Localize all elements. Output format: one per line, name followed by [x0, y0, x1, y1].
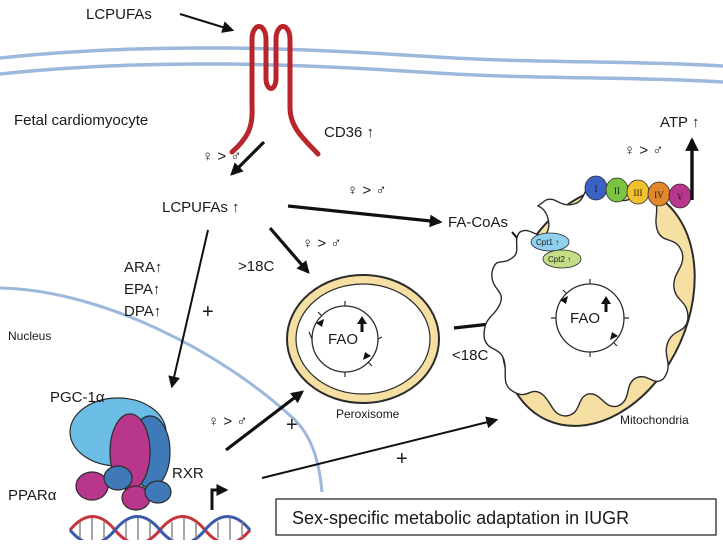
cpt2-label: Cpt2 ↑ [548, 255, 571, 264]
cpt2-badge [542, 249, 582, 269]
arrow-lcpufas-to-cd36 [179, 13, 235, 33]
dpa-label: DPA↑ [124, 303, 161, 320]
ara-label: ARA↑ [124, 259, 162, 276]
gt18c-label: >18C [238, 258, 274, 275]
fa-coas-label: FA-CoAs [448, 214, 508, 231]
caption-text: Sex-specific metabolic adaptation in IUG… [292, 508, 629, 528]
mito-fao-label: FAO [570, 310, 600, 327]
nucleus-label: Nucleus [8, 329, 51, 343]
ppara-label: PPARα [8, 487, 57, 504]
cpt1-label: Cpt1 ↑ [536, 238, 559, 247]
cell-membrane [0, 46, 723, 84]
plus-sign-1: + [202, 301, 214, 323]
peroxisome [286, 274, 440, 404]
sex-ratio-4: ♀ > ♂ [624, 142, 664, 159]
arrow-cd36-to-lcpufas [230, 140, 266, 176]
complex-3-label: III [634, 188, 643, 198]
transcription-complex [69, 397, 172, 511]
sex-ratio-1: ♀ > ♂ [202, 148, 242, 165]
transcription-start-arrow [210, 484, 229, 510]
peroxisome-label: Peroxisome [336, 407, 400, 421]
sex-ratio-2: ♀ > ♂ [347, 182, 387, 199]
complex-4-label: IV [654, 190, 664, 200]
lcpufas-mid-label: LCPUFAs ↑ [162, 199, 240, 216]
epa-label: EPA↑ [124, 281, 160, 298]
arrow-lcpufas-to-pgc1a [168, 229, 209, 389]
cpt1-badge [530, 232, 570, 252]
cd36-label: CD36 ↑ [324, 124, 374, 141]
peroxisome-fao-label: FAO [328, 331, 358, 348]
sex-ratio-3: ♀ > ♂ [302, 235, 342, 252]
complex-1-label: I [595, 184, 598, 194]
caption-box [275, 498, 717, 536]
atp-label: ATP ↑ [660, 114, 699, 131]
complex-5-label: V [677, 192, 684, 202]
arrow-lcpufas-to-peroxisome [268, 226, 310, 274]
dna-helix [68, 515, 252, 545]
complex-2-label: II [614, 186, 620, 196]
plus-sign-3: + [396, 448, 408, 470]
fetal-cardiomyocyte-label: Fetal cardiomyocyte [14, 112, 148, 129]
plus-sign-2: + [286, 414, 298, 436]
nucleus-membrane [0, 286, 324, 493]
arrow-ppar-to-mito [261, 416, 499, 479]
sex-ratio-5: ♀ > ♂ [208, 413, 248, 430]
arrow-ppar-to-peroxisome [225, 390, 305, 452]
rxr-label: RXR [172, 465, 204, 482]
lcpufas-top-label: LCPUFAs [86, 6, 152, 23]
mitochondria-label: Mitochondria [620, 413, 689, 427]
pgc1a-label: PGC-1α [50, 389, 105, 406]
arrow-lcpufas-to-facoas [287, 204, 443, 228]
lt18c-label: <18C [452, 347, 488, 364]
cd36-transporter [229, 24, 321, 157]
